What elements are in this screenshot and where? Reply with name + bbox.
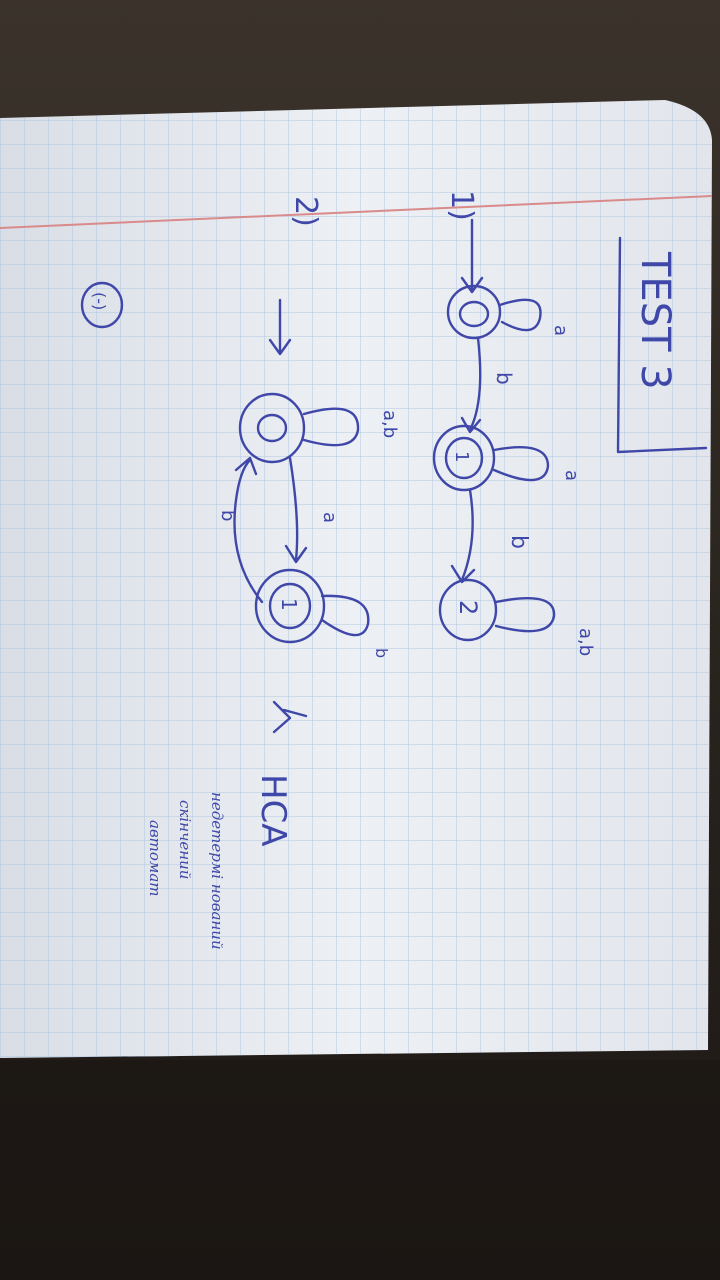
d2-loop-0 xyxy=(302,407,360,447)
d1-edge-0-1 xyxy=(460,336,482,434)
floor-shadow xyxy=(0,1060,720,1280)
d1-loop-0 xyxy=(498,298,542,332)
d2-state-0-inner xyxy=(256,413,288,443)
d2-edge-0-1-label: a xyxy=(319,512,340,523)
margin-line xyxy=(0,195,713,229)
d1-loop-1-label: a xyxy=(561,470,582,481)
d1-edge-1-2-label: b xyxy=(506,535,531,549)
diagram2-annotation: НСА xyxy=(253,774,293,847)
d1-state-1 xyxy=(432,424,496,492)
d2-edge-1-0 xyxy=(233,456,264,604)
nsa-arrow xyxy=(272,700,308,734)
title-text: TEST 3 xyxy=(632,251,678,390)
note-line-3: автомат xyxy=(146,820,164,897)
d2-loop-1-label: b xyxy=(372,648,391,658)
d2-state-1 xyxy=(254,568,326,644)
d1-edge-1-2 xyxy=(450,488,476,584)
d1-state-1-inner xyxy=(444,436,484,480)
d1-loop-1 xyxy=(492,446,550,482)
diagram-2: 2) a,b a b 1 b НСА xyxy=(217,196,400,847)
diagram2-number: 2) xyxy=(288,196,323,227)
note-line-2: скінчений xyxy=(176,800,194,879)
diagram-1: 1) a b 1 a b 2 a,b xyxy=(432,190,596,656)
d1-loop-2-label: a,b xyxy=(575,628,596,656)
d2-state-1-label: 1 xyxy=(277,598,301,611)
diagram1-number: 1) xyxy=(444,190,479,221)
d2-edge-1-0-label: b xyxy=(217,510,238,521)
start-arrow-2 xyxy=(268,298,292,356)
corner-mark-text: (-) xyxy=(90,292,109,310)
note: недетермі нований скінчений автомат xyxy=(146,792,226,950)
d2-state-0 xyxy=(238,392,306,464)
d1-state-2-label: 2 xyxy=(454,600,482,615)
d2-loop-0-label: a,b xyxy=(379,410,400,438)
d2-state-1-inner xyxy=(268,582,312,630)
d1-state-1-label: 1 xyxy=(451,451,472,462)
corner-mark: (-) xyxy=(80,281,124,329)
d1-state-0-inner xyxy=(458,300,490,328)
start-arrow-1 xyxy=(460,218,484,294)
d1-loop-0-label: a xyxy=(550,325,571,336)
d2-loop-1 xyxy=(320,594,370,637)
d1-edge-0-1-label: b xyxy=(492,372,516,385)
handwriting: TEST 3 1) a b 1 a b 2 xyxy=(80,190,708,950)
d1-state-2 xyxy=(438,578,498,642)
d2-edge-0-1 xyxy=(284,456,308,564)
d1-loop-2 xyxy=(494,597,556,633)
title-box xyxy=(616,236,708,454)
paper-sheet xyxy=(0,100,713,1058)
note-line-1: недетермі нований xyxy=(208,792,226,950)
d1-state-0 xyxy=(446,284,502,340)
